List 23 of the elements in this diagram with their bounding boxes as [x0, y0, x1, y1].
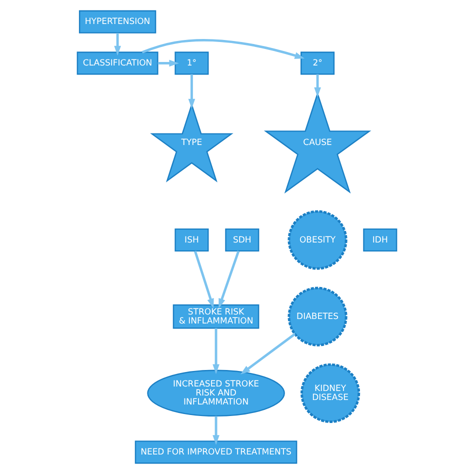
arrow	[218, 250, 240, 308]
node-box: NEED FOR IMPROVED TREATMENTS	[134, 440, 298, 464]
node-box: ISH	[174, 228, 209, 252]
arrow	[194, 250, 214, 308]
node-box: CLASSIFICATION	[76, 52, 158, 75]
node-circle: DIABETES	[288, 286, 348, 346]
node-box: 1°	[174, 52, 209, 75]
arrow	[212, 416, 220, 445]
node-circle: OBESITY	[288, 210, 348, 270]
node-box: STROKE RISK & INFLAMMATION	[172, 304, 260, 329]
arrow	[314, 74, 321, 98]
node-box: SDH	[225, 228, 260, 252]
arrow	[212, 328, 220, 374]
node-box: 2°	[300, 52, 335, 75]
node-box: HYPERTENSION	[78, 10, 156, 34]
node-box: IDH	[363, 228, 398, 252]
arrow	[240, 333, 296, 374]
node-circle: KIDNEY DISEASE	[300, 363, 360, 423]
arrow	[188, 74, 196, 109]
node-ellipse: INCREASED STROKE RISK AND INFLAMMATION	[147, 370, 285, 417]
arrow	[114, 33, 121, 56]
arrow	[158, 60, 179, 67]
arrow	[142, 39, 305, 59]
